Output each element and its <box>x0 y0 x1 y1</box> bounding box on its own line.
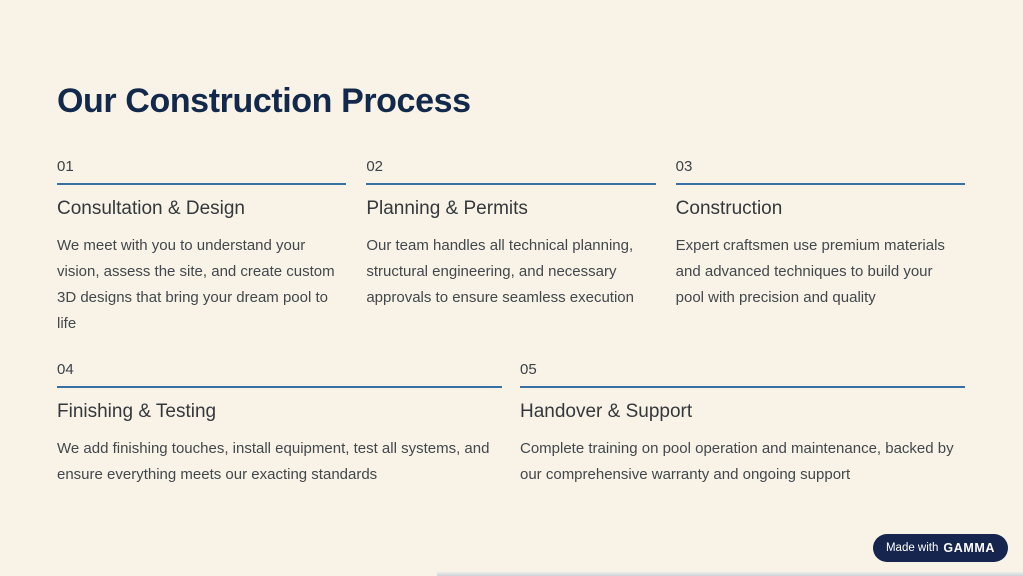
step-description: Expert craftsmen use premium materials a… <box>675 237 945 306</box>
step-number: 04 <box>57 361 74 378</box>
step-card-01: 01 Consultation & Design We meet with yo… <box>57 158 347 337</box>
made-with-gamma-badge[interactable]: Made with GAMMA <box>872 534 1008 562</box>
page-title: Our Construction Process <box>57 82 471 120</box>
step-heading: Consultation & Design <box>57 198 245 219</box>
step-divider <box>57 386 502 388</box>
step-divider <box>57 183 347 185</box>
step-description: We add finishing touches, install equipm… <box>57 440 490 483</box>
bottom-edge-strip <box>437 572 1023 576</box>
step-card-03: 03 Construction Expert craftsmen use pre… <box>675 158 965 337</box>
step-number: 02 <box>366 158 384 175</box>
step-card-05: 05 Handover & Support Complete training … <box>520 361 965 488</box>
step-number: 05 <box>520 361 537 378</box>
step-description: We meet with you to understand your visi… <box>57 237 335 332</box>
step-number: 03 <box>675 158 693 175</box>
step-heading: Finishing & Testing <box>57 401 217 422</box>
step-card-04: 04 Finishing & Testing We add finishing … <box>57 361 502 488</box>
step-divider <box>675 183 965 185</box>
step-divider <box>366 183 656 185</box>
step-divider <box>520 386 965 388</box>
gamma-logo: GAMMA <box>943 541 995 555</box>
step-card-02: 02 Planning & Permits Our team handles a… <box>366 158 656 337</box>
steps-row-bottom: 04 Finishing & Testing We add finishing … <box>57 361 965 488</box>
step-heading: Planning & Permits <box>366 198 528 219</box>
made-with-label: Made with <box>885 542 939 554</box>
step-heading: Handover & Support <box>520 401 693 422</box>
step-heading: Construction <box>675 198 783 219</box>
steps-row-top: 01 Consultation & Design We meet with yo… <box>57 158 965 337</box>
step-description: Our team handles all technical planning,… <box>366 237 634 306</box>
step-number: 01 <box>57 158 74 175</box>
step-description: Complete training on pool operation and … <box>520 440 954 483</box>
